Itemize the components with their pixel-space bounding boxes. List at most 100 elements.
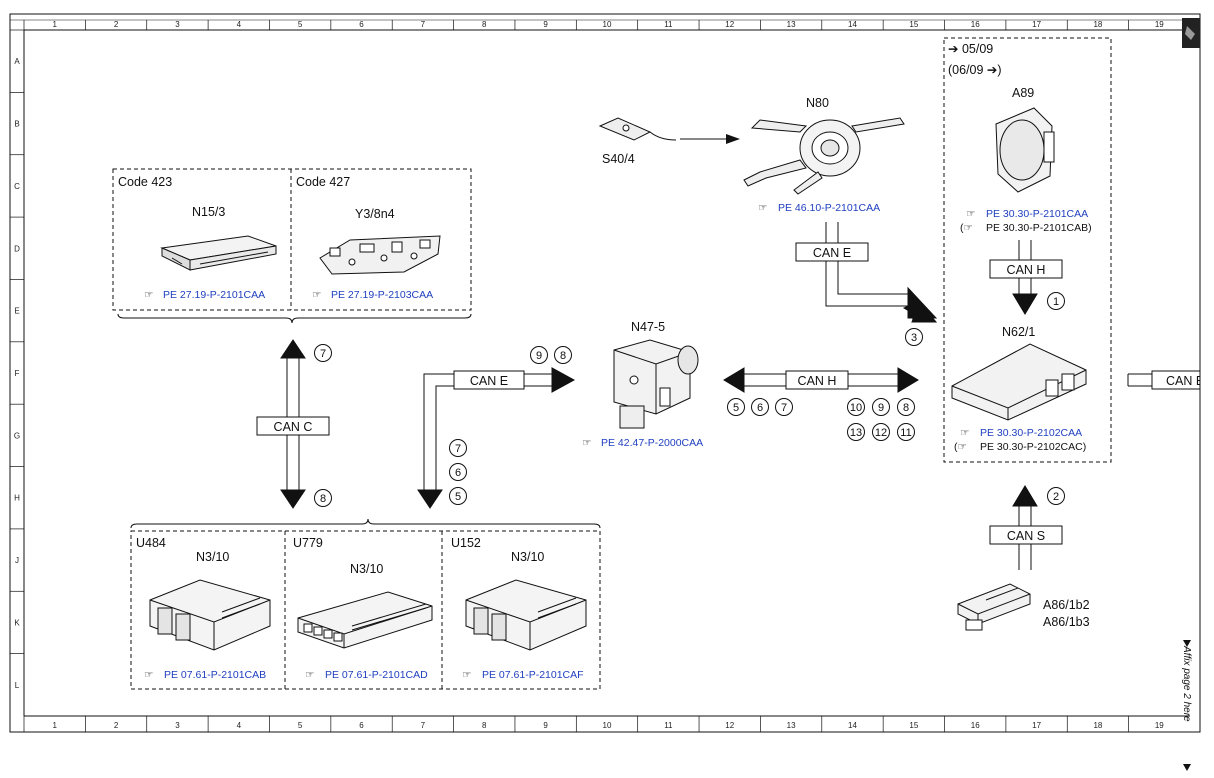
y3-8n4-ref[interactable]: PE 27.19-P-2103CAA [331, 289, 433, 301]
marker-3: 3 [905, 328, 923, 346]
grid-col-label: 18 [1093, 20, 1102, 29]
u779-name: N3/10 [350, 562, 383, 576]
grid-col-label: 12 [725, 20, 734, 29]
n62-1-ref[interactable]: PE 30.30-P-2102CAA [980, 427, 1082, 439]
ref-icon-n62-1: ☞ [960, 427, 969, 439]
n62-1-control-unit-icon [951, 343, 1087, 421]
u484-name: N3/10 [196, 550, 229, 564]
grid-row-label: C [14, 182, 20, 191]
svg-text:11: 11 [900, 427, 911, 439]
svg-text:6: 6 [757, 402, 763, 414]
marker-9-can-e: 9 [530, 346, 548, 364]
a89-validity-1: ➔ 05/09 [948, 42, 993, 56]
grid-col-label: 4 [237, 20, 242, 29]
n80-ref[interactable]: PE 46.10-P-2101CAA [778, 202, 880, 214]
u779-ecu-icon [297, 591, 433, 649]
svg-text:8: 8 [320, 493, 326, 505]
grid-col-label: 17 [1032, 20, 1041, 29]
a89-name: A89 [1012, 86, 1034, 100]
grid-col-label: 6 [359, 20, 364, 29]
grid-col-label: 1 [52, 20, 57, 29]
grid-row-label: E [14, 307, 19, 316]
svg-text:1: 1 [1053, 296, 1059, 308]
svg-text:5: 5 [733, 402, 739, 414]
u779-ref[interactable]: PE 07.61-P-2101CAD [325, 669, 428, 681]
can-e-left-label-box [453, 370, 525, 390]
n47-5-ref[interactable]: PE 42.47-P-2000CAA [601, 437, 703, 449]
ref-icon-u484: ☞ [144, 669, 153, 681]
u484-ref[interactable]: PE 07.61-P-2101CAB [164, 669, 266, 681]
s40-4-arrow-head [726, 134, 740, 144]
a89-ref-2[interactable]: PE 30.30-P-2101CAB) [986, 222, 1092, 234]
grid-col-label: 19 [1155, 20, 1164, 29]
grid-col-label: 18 [1093, 721, 1102, 730]
page-tab-icon [1185, 26, 1195, 40]
can-e-n80-label: CAN E [813, 246, 851, 260]
marker-8-can-c: 8 [314, 489, 332, 507]
grid-col-label: 6 [359, 721, 364, 730]
svg-text:9: 9 [536, 350, 542, 362]
can-e-n80-label-box [795, 242, 869, 262]
grid-col-label: 2 [114, 721, 119, 730]
a86-1b3-name: A86/1b3 [1043, 615, 1090, 629]
ref-icon-y3-8n4: ☞ [312, 289, 321, 301]
grid-col-label: 9 [543, 721, 548, 730]
n62-1-name: N62/1 [1002, 325, 1035, 339]
marker-7-can-e-left: 7 [449, 439, 467, 457]
marker-6-can-h: 6 [751, 398, 769, 416]
u484-ecu-icon [149, 579, 271, 651]
marker-2: 2 [1047, 487, 1065, 505]
marker-10: 10 [847, 398, 865, 416]
svg-text:8: 8 [903, 402, 909, 414]
u152-ecu-icon [465, 579, 587, 651]
grid-row-label: K [14, 618, 20, 627]
n80-steering-column-module-icon [743, 117, 905, 195]
grid-col-label: 4 [237, 721, 242, 730]
grid-col-label: 11 [664, 721, 673, 730]
svg-text:7: 7 [455, 443, 461, 455]
marker-5-can-h: 5 [727, 398, 745, 416]
marker-5-can-e-left: 5 [449, 487, 467, 505]
n80-name: N80 [806, 96, 829, 110]
can-c-label-box [256, 416, 330, 436]
svg-text:13: 13 [850, 427, 862, 439]
svg-text:10: 10 [850, 402, 862, 414]
n62-1-ref-2[interactable]: PE 30.30-P-2102CAC) [980, 441, 1086, 453]
grid-labels: 1122334455667788991010111112121313141415… [14, 20, 1164, 730]
group-a89-n62-1 [943, 37, 1112, 463]
grid-ticks [10, 20, 1129, 732]
marker-6-can-e-left: 6 [449, 463, 467, 481]
grid-row-label: B [14, 120, 19, 129]
can-h-right-label-box [989, 259, 1063, 279]
u152-ref[interactable]: PE 07.61-P-2101CAF [482, 669, 584, 681]
a89-ref[interactable]: PE 30.30-P-2101CAA [986, 208, 1088, 220]
can-h-mid-label-box [785, 370, 849, 390]
ref-icon-a89-alt: (☞ [960, 222, 973, 234]
can-e-edge-label: CAN E [1166, 374, 1204, 388]
grid-col-label: 19 [1155, 721, 1164, 730]
grid-col-label: 7 [421, 20, 426, 29]
n15-3-ref[interactable]: PE 27.19-P-2101CAA [163, 289, 265, 301]
grid-row-label: J [15, 556, 19, 565]
can-s-label: CAN S [1007, 529, 1045, 543]
grid-row-label: D [14, 244, 20, 253]
grid-col-label: 14 [848, 721, 857, 730]
svg-text:6: 6 [455, 467, 461, 479]
grid-row-label: F [15, 369, 20, 378]
grid-col-label: 3 [175, 721, 180, 730]
marker-7-can-h: 7 [775, 398, 793, 416]
can-c-label: CAN C [274, 420, 313, 434]
svg-text:7: 7 [781, 402, 787, 414]
grid-col-label: 10 [603, 721, 612, 730]
u152-name: N3/10 [511, 550, 544, 564]
can-c-bus [280, 339, 306, 509]
ref-icon-n62-1-alt: (☞ [954, 441, 967, 453]
ref-icon-n47-5: ☞ [582, 437, 591, 449]
grid-col-label: 13 [787, 20, 796, 29]
svg-text:12: 12 [875, 427, 887, 439]
grid-row-label: H [14, 494, 20, 503]
n15-3-module-icon [160, 235, 277, 271]
grid-col-label: 5 [298, 20, 303, 29]
u779-label: U779 [293, 536, 323, 550]
can-h-right-label: CAN H [1007, 263, 1046, 277]
